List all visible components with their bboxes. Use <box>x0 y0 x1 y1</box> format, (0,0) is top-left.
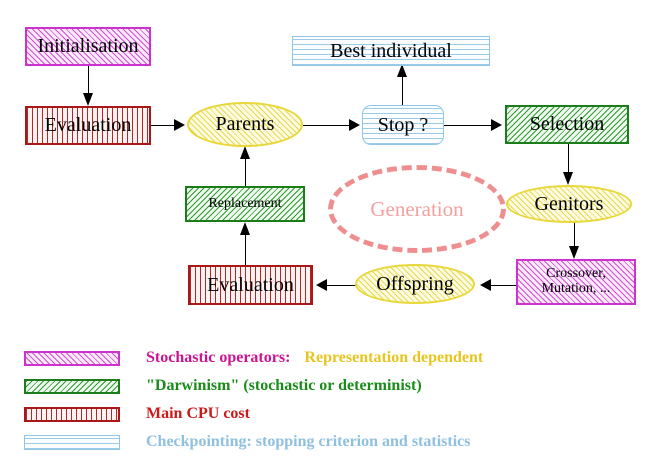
edge-offspring-evaluation <box>325 285 357 286</box>
edge-evaluation-replacement-arrowhead <box>240 222 250 235</box>
node-genitors[interactable]: Genitors <box>506 185 632 223</box>
edge-evaluation-parents <box>151 125 177 126</box>
legend-label-checkpointing: Checkpointing: stopping criterion and st… <box>146 433 471 450</box>
node-evaluation-bottom-label: Evaluation <box>207 273 294 296</box>
edge-stop-selection-arrowhead <box>491 119 502 131</box>
edge-initialisation-evaluation-arrowhead <box>83 93 93 106</box>
legend-swatch-green-diagonal-hatch <box>24 378 120 394</box>
legend-label-darwinism: "Darwinism" (stochastic or determinist) <box>146 377 422 394</box>
node-replacement[interactable]: Replacement <box>185 186 305 222</box>
edge-crossover-offspring <box>490 285 516 286</box>
legend-label-main-cpu-cost: Main CPU cost <box>146 405 250 422</box>
edge-replacement-parents <box>245 155 246 187</box>
edge-crossover-offspring-arrowhead <box>480 279 491 291</box>
edge-selection-genitors <box>568 144 569 178</box>
edge-parents-stop-arrowhead <box>349 119 360 131</box>
edge-evaluation-parents-arrowhead <box>174 119 185 131</box>
edge-stop-best-individual-arrowhead <box>397 64 407 77</box>
edge-parents-stop <box>303 125 351 126</box>
legend: Stochastic operators: Representation dep… <box>0 336 662 456</box>
edge-replacement-parents-arrowhead <box>240 146 250 159</box>
node-selection-label: Selection <box>529 113 605 135</box>
legend-swatch-red-vertical-hatch <box>24 406 120 422</box>
node-parents-label: Parents <box>215 113 275 135</box>
node-best-individual-label: Best individual <box>330 39 452 62</box>
node-evaluation-top[interactable]: Evaluation <box>25 106 151 145</box>
legend-swatch-blue-horizontal-hatch <box>24 434 120 450</box>
node-stop-label: Stop ? <box>377 113 429 136</box>
node-evaluation-bottom[interactable]: Evaluation <box>188 265 313 305</box>
node-parents[interactable]: Parents <box>187 102 303 147</box>
edge-initialisation-evaluation <box>88 66 89 96</box>
node-replacement-label: Replacement <box>208 195 282 211</box>
edge-genitors-crossover-arrowhead <box>569 246 579 259</box>
node-best-individual[interactable]: Best individual <box>292 36 490 66</box>
legend-row: Stochastic operators: Representation dep… <box>24 346 483 370</box>
legend-swatch-magenta-diagonal-hatch <box>24 350 120 366</box>
node-initialisation-label: Initialisation <box>37 35 139 57</box>
generation-ellipse: Generation <box>328 165 506 253</box>
legend-row: Checkpointing: stopping criterion and st… <box>24 430 470 454</box>
generation-label: Generation <box>370 196 464 221</box>
node-offspring[interactable]: Offspring <box>355 264 475 304</box>
node-crossover-mutation[interactable]: Crossover, Mutation, ... <box>516 259 636 305</box>
legend-row: "Darwinism" (stochastic or determinist) <box>24 374 422 398</box>
edge-offspring-evaluation-arrowhead <box>316 279 327 291</box>
edge-stop-best-individual <box>402 70 403 106</box>
node-crossover-line2: Mutation, ... <box>541 281 611 296</box>
node-genitors-label: Genitors <box>534 192 604 215</box>
edge-genitors-crossover <box>574 222 575 252</box>
edge-selection-genitors-arrowhead <box>563 172 573 185</box>
node-selection[interactable]: Selection <box>505 105 629 144</box>
node-crossover-line1: Crossover, <box>546 266 606 282</box>
node-initialisation[interactable]: Initialisation <box>25 27 151 66</box>
legend-label-stochastic-operators: Stochastic operators: <box>146 349 291 366</box>
node-evaluation-top-label: Evaluation <box>44 114 132 136</box>
legend-row: Main CPU cost <box>24 402 250 426</box>
legend-label-representation-dependent: Representation dependent <box>304 349 484 366</box>
edge-stop-selection <box>444 125 493 126</box>
edge-evaluation-replacement <box>245 230 246 266</box>
node-offspring-label: Offspring <box>376 272 454 295</box>
node-stop[interactable]: Stop ? <box>362 105 444 145</box>
